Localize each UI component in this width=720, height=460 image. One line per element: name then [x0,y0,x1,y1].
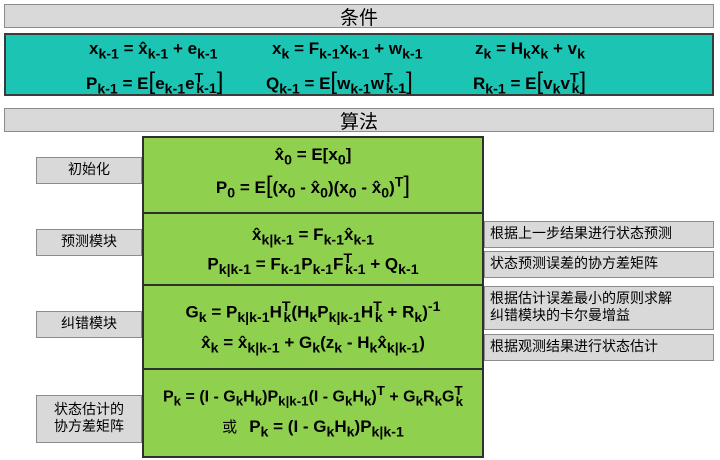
init-eq2: P0 = E[(x0 - x̂0)(x0 - x̂0)T] [215,172,411,202]
conditions-box: xk-1 = x̂k-1 + ek-1 xk = Fk-1xk-1 + wk-1… [4,33,714,96]
process-model-formula: xk = Fk-1xk-1 + wk-1 [272,39,423,63]
correct-divider [144,284,482,286]
algorithm-box: x̂0 = E[x0] P0 = E[(x0 - x̂0)(x0 - x̂0)T… [142,136,484,458]
covariance-label-line2: 协方差矩阵 [54,419,124,435]
correct-note2-text: 根据观测结果进行状态估计 [490,338,658,355]
process-noise-formula: Qk-1 = E[wk-1wTk-1] [266,68,413,98]
predict-note2-text: 状态预测误差的协方差矩阵 [490,255,658,272]
init-label-text: 初始化 [68,161,110,178]
correct-eq2: x̂k = x̂k|k-1 + Gk(zk - Hkx̂k|k-1) [201,333,425,357]
predict-divider [144,212,482,214]
state-error-formula: xk-1 = x̂k-1 + ek-1 [89,39,218,63]
or-word: 或 [222,418,238,436]
predict-label: 预测模块 [36,229,142,256]
predict-note2: 状态预测误差的协方差矩阵 [484,251,714,278]
predict-eq2: Pk|k-1 = Fk-1Pk-1FTk-1 + Qk-1 [207,251,419,279]
covariance-eq1: Pk = (I - GkHk)Pk|k-1(I - GkHk)T + GkRkG… [162,383,464,409]
init-label: 初始化 [36,157,142,184]
init-eq1: x̂0 = E[x0] [274,145,352,169]
measurement-noise-formula: Rk-1 = E[vkvTk] [473,68,587,98]
correct-note1: 根据估计误差最小的原则求解 纠错模块的卡尔曼增益 [484,286,714,330]
predict-note1: 根据上一步结果进行状态预测 [484,221,714,248]
covariance-label: 状态估计的 协方差矩阵 [36,395,142,443]
covariance-divider [144,368,482,370]
correct-label-text: 纠错模块 [61,315,117,332]
correct-note1-line1: 根据估计误差最小的原则求解 [490,290,672,307]
correct-label: 纠错模块 [36,311,142,338]
algorithm-title: 算法 [339,110,378,133]
predict-label-text: 预测模块 [61,233,117,250]
state-covariance-formula: Pk-1 = E[ek-1eTk-1] [86,68,224,98]
algorithm-banner: 算法 [4,108,714,133]
correct-eq1: Gk = Pk|k-1HTk(HkPk|k-1HTk + Rk)-1 [185,299,441,327]
correct-note2: 根据观测结果进行状态估计 [484,334,714,361]
predict-eq1: x̂k|k-1 = Fk-1x̂k-1 [252,225,374,249]
conditions-title: 条件 [339,6,378,29]
correct-note1-line2: 纠错模块的卡尔曼增益 [490,308,630,324]
covariance-label-line1: 状态估计的 [54,401,124,418]
measurement-model-formula: zk = Hkxk + vk [475,39,585,63]
predict-note1-text: 根据上一步结果进行状态预测 [490,225,672,242]
conditions-banner: 条件 [4,4,714,29]
